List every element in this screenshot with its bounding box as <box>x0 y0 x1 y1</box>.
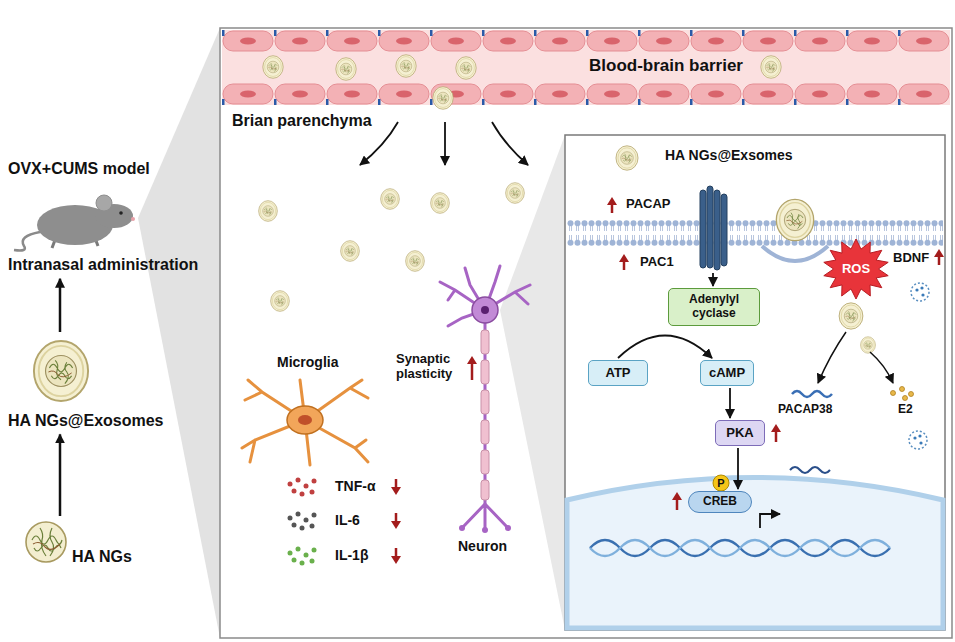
fusing-exosome <box>776 199 813 240</box>
connector <box>712 273 714 286</box>
pathway-panel: HA NGs@ExsomesPAC1Adenylyl cyclaseATP cAM… <box>565 135 945 630</box>
icon-space <box>8 336 179 412</box>
nanogel-icon <box>26 522 66 562</box>
exosome-group: HA NGs@Exosomes <box>6 334 181 432</box>
label: BDNF <box>893 251 929 266</box>
label: TNF-α <box>335 478 375 494</box>
nucleus <box>567 478 943 629</box>
star-shape <box>824 239 888 299</box>
node-text: HA NGs@Exsomes <box>665 147 793 163</box>
icon-space <box>22 556 72 566</box>
label: Brian parenchyma <box>232 112 372 130</box>
cytokine-dots <box>288 478 317 566</box>
bbb-band: Blood-brain barrier <box>222 30 950 105</box>
mouse-figure <box>14 195 135 251</box>
dna-helix <box>590 540 890 556</box>
entry-arrows <box>360 122 528 165</box>
node-text: PKA <box>726 426 753 441</box>
bbb-band <box>222 30 950 105</box>
mrna-squiggle <box>790 467 830 473</box>
node-text: Intranasal administration <box>8 256 209 274</box>
node-text: cAMP <box>709 366 745 381</box>
label: E2 <box>898 403 913 417</box>
receptor-figure <box>700 186 727 270</box>
node-text: PAC1 <box>640 255 674 270</box>
inner-panel <box>565 135 945 630</box>
process-box: ATP <box>588 360 648 386</box>
node-text: Adenylyl cyclase <box>678 293 750 321</box>
change-arrows <box>391 197 944 564</box>
neuron-figure <box>440 266 530 533</box>
connector <box>618 336 712 359</box>
connector <box>59 279 62 332</box>
process-box: cAMP <box>700 360 754 386</box>
cell-membrane <box>567 220 943 246</box>
model-group: OVX+CUMS modelIntranasal administration <box>6 158 211 277</box>
label: IL-1β <box>335 547 368 563</box>
node-text: ROS <box>842 262 870 277</box>
bdnf-vesicles <box>909 283 929 449</box>
label: Neuron <box>458 538 507 554</box>
node-text: HA NGs <box>72 548 132 566</box>
node-text: ATP <box>605 366 630 381</box>
ros-star: ROS <box>822 238 890 300</box>
zoom-wedge <box>138 28 220 638</box>
process-box: Adenylyl cyclase <box>668 288 760 326</box>
estradiol-dots <box>891 387 914 401</box>
label: PACAP <box>626 197 671 212</box>
connector <box>59 434 62 516</box>
exosome-icons <box>259 55 876 354</box>
nanogel-group: HA NGs <box>22 518 132 566</box>
connector <box>729 388 731 418</box>
label: Synaptic plasticity <box>396 352 466 382</box>
node-text: OVX+CUMS model <box>8 160 209 178</box>
release-arrows <box>818 332 893 383</box>
label: Microglia <box>277 354 338 370</box>
exosome-icon <box>34 341 88 401</box>
zoom-wedge <box>500 135 565 630</box>
transcription-arrow <box>760 514 780 528</box>
connector <box>737 448 739 489</box>
membrane-bulge <box>762 246 828 261</box>
node-text: Blood-brain barrier <box>589 56 743 76</box>
process-box: PKA <box>715 420 765 446</box>
peptide-squiggle <box>792 391 832 397</box>
main-panel <box>220 28 952 638</box>
node-text: CREB <box>703 495 737 509</box>
label: PACAP38 <box>778 403 832 417</box>
phosphate-circle <box>713 475 729 491</box>
icon-space <box>8 178 209 256</box>
process-box: CREB <box>688 491 752 513</box>
node-text: HA NGs@Exosomes <box>8 412 179 430</box>
label: P <box>714 476 728 490</box>
microglia-figure <box>242 380 368 465</box>
label: IL-6 <box>335 512 360 528</box>
